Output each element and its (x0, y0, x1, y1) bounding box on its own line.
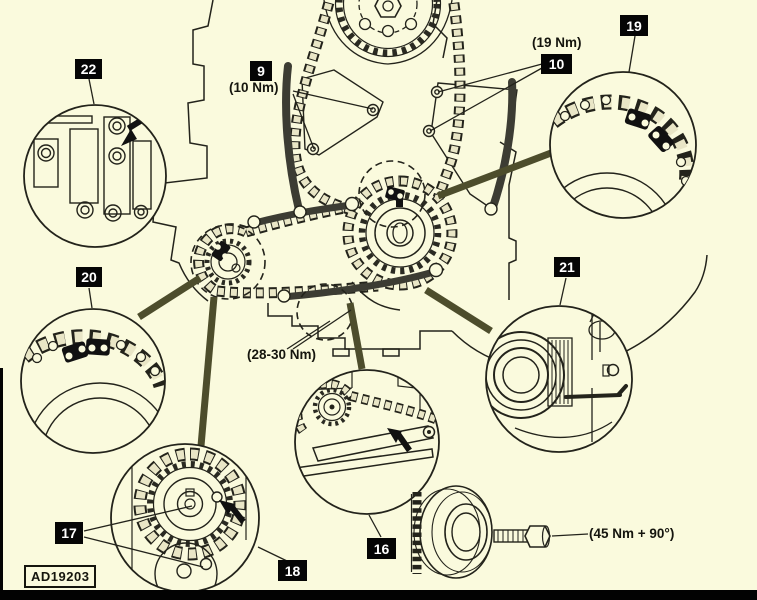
callout-16-badge: 16 (367, 538, 396, 559)
detail-circle-22 (23, 104, 167, 248)
guide-pivot-bolts (247, 196, 498, 303)
chain-guides (251, 62, 517, 301)
callout-21-badge: 21 (554, 257, 580, 277)
callout-22-badge: 22 (75, 59, 102, 79)
callout-19-badge: 19 (620, 15, 648, 36)
torque-note-10: (19 Nm) (532, 35, 582, 50)
torque-note-tensioner: (28-30 Nm) (247, 347, 317, 362)
callout-10-badge: 10 (541, 54, 572, 74)
detail-leader-lines (137, 149, 553, 447)
left-crop-bar (0, 368, 3, 600)
callout-20-badge: 20 (76, 267, 102, 287)
crankshaft-sprocket-part (410, 485, 493, 579)
detail-circle-20 (20, 308, 166, 454)
callout-17-badge: 17 (55, 522, 83, 544)
timing-mark-links (211, 186, 405, 262)
callout-18-badge: 18 (278, 560, 307, 581)
detail-circle-17-18 (110, 443, 260, 593)
detail-circle-19 (549, 71, 697, 219)
figure-code: AD19203 (24, 565, 97, 588)
crankshaft-bolt (493, 525, 551, 548)
callout-leader-lines (83, 35, 636, 568)
torque-note-crank-bolt: (45 Nm + 90°) (589, 526, 675, 541)
chain-guide-brackets (301, 69, 518, 211)
detail-circle-16 (294, 369, 440, 515)
pointer-arrow-icon (219, 500, 246, 524)
callout-9-badge: 9 (250, 61, 272, 81)
detail-circle-21 (485, 305, 633, 453)
bottom-crop-bar (0, 590, 757, 600)
marked-chain-links (624, 108, 674, 153)
torque-note-9: (10 Nm) (229, 80, 279, 95)
crankshaft-sprocket (358, 191, 442, 275)
camshaft-sprocket (323, 0, 453, 65)
pointer-arrow-icon (387, 428, 412, 453)
marked-chain-links (61, 338, 111, 363)
